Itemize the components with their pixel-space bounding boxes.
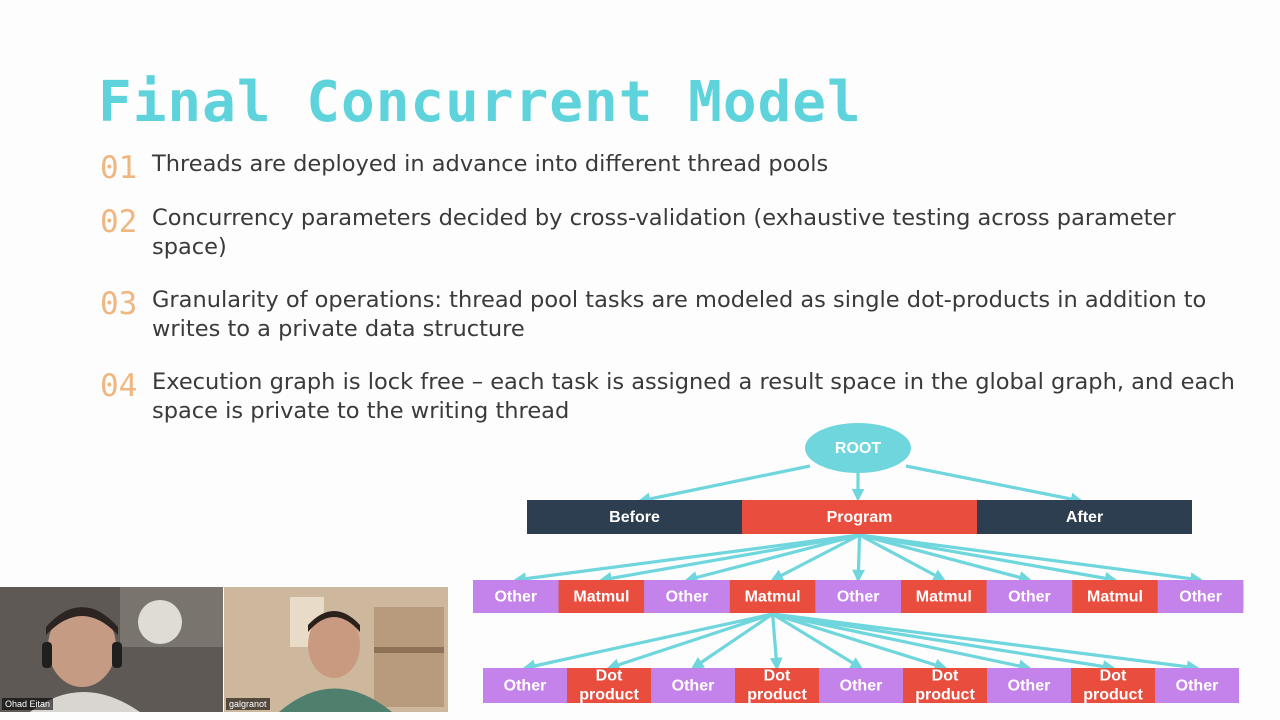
level3-node-dot-product — [735, 668, 819, 703]
level2-node-matmul — [901, 580, 987, 613]
edge-arrow — [771, 612, 864, 670]
edge-arrow — [772, 612, 948, 672]
root-node — [805, 423, 911, 473]
edge-arrow — [770, 533, 861, 582]
level3-node-dot-product — [903, 668, 987, 703]
level3-node-other — [483, 668, 567, 703]
edge-arrow — [772, 612, 1200, 674]
node-label: Other — [672, 678, 715, 695]
point-text: Execution graph is lock free – each task… — [152, 369, 1235, 424]
level3-node-dot-product — [567, 668, 651, 703]
edge-arrow — [769, 613, 783, 671]
video-tile-ohad[interactable]: Ohad Eitan — [0, 587, 223, 712]
level1-bar — [527, 500, 1192, 534]
edge-arrow — [905, 464, 1084, 506]
node-label: Other — [1008, 589, 1051, 606]
video-tile-gal[interactable]: galgranot — [224, 587, 448, 712]
edge-arrow — [859, 533, 1032, 584]
edge-arrow — [598, 533, 860, 585]
node-label: Matmul — [745, 589, 801, 606]
edge-arrow — [859, 533, 1204, 586]
node-label: Matmul — [916, 589, 972, 606]
edge-arrow — [637, 464, 811, 506]
edge-arrow — [859, 533, 1118, 585]
participant-video-icon — [224, 587, 448, 712]
edge-arrow — [513, 533, 860, 586]
node-label: ROOT — [835, 440, 881, 457]
node-label: Other — [1008, 678, 1051, 695]
node-label: Other — [494, 589, 537, 606]
edge-arrow — [684, 533, 860, 584]
point-text: Granularity of operations: thread pool t… — [152, 287, 1207, 342]
level3-node-other — [651, 668, 735, 703]
point-text: Threads are deployed in advance into dif… — [152, 151, 829, 177]
level1-node-program — [742, 500, 977, 534]
node-label: Matmul — [573, 589, 629, 606]
slide-title: Final Concurrent Model — [98, 70, 862, 135]
node-label: Other — [1176, 678, 1219, 695]
level2-node-matmul — [729, 580, 816, 613]
point-number: 03 — [100, 286, 138, 322]
edge-arrow — [522, 612, 773, 673]
node-label: Before — [609, 509, 660, 526]
level3-node-dot-product — [1071, 668, 1155, 703]
level2-node-other — [473, 580, 559, 613]
level2-node-other — [644, 580, 730, 613]
point-number: 04 — [100, 368, 138, 404]
participant-name: Ohad Eitan — [2, 698, 54, 710]
level2-node-other — [815, 580, 901, 613]
node-label: Other — [1179, 589, 1222, 606]
node-label: Other — [504, 678, 547, 695]
participant-name: galgranot — [226, 698, 270, 710]
edge-arrow — [772, 612, 1116, 673]
node-label: Program — [827, 509, 893, 526]
level2-node-matmul — [558, 580, 645, 613]
level3-node-other — [1155, 668, 1239, 703]
level2-bar — [473, 580, 1244, 613]
participant-video-icon — [0, 587, 223, 712]
edge-arrow — [690, 612, 774, 670]
node-label: After — [1066, 509, 1103, 526]
node-label: Other — [666, 589, 709, 606]
edge-arrow — [606, 612, 774, 671]
level3-bar — [483, 668, 1239, 703]
level2-node-matmul — [1072, 580, 1158, 613]
node-label: Matmul — [1087, 589, 1143, 606]
level1-node-before — [527, 500, 742, 534]
node-label: Other — [837, 589, 880, 606]
edge-arrow — [772, 612, 1032, 673]
level3-node-other — [819, 668, 903, 703]
level3-node-other — [987, 668, 1071, 703]
level2-node-other — [986, 580, 1073, 613]
point-text: Concurrency parameters decided by cross-… — [152, 205, 1176, 260]
level1-node-after — [977, 500, 1192, 534]
edge-arrow — [852, 534, 865, 583]
node-label: Other — [840, 678, 883, 695]
point-number: 01 — [100, 150, 138, 186]
point-number: 02 — [100, 204, 138, 240]
edge-arrow — [858, 533, 947, 582]
level2-node-other — [1157, 580, 1244, 613]
arrows-group — [513, 464, 1204, 674]
